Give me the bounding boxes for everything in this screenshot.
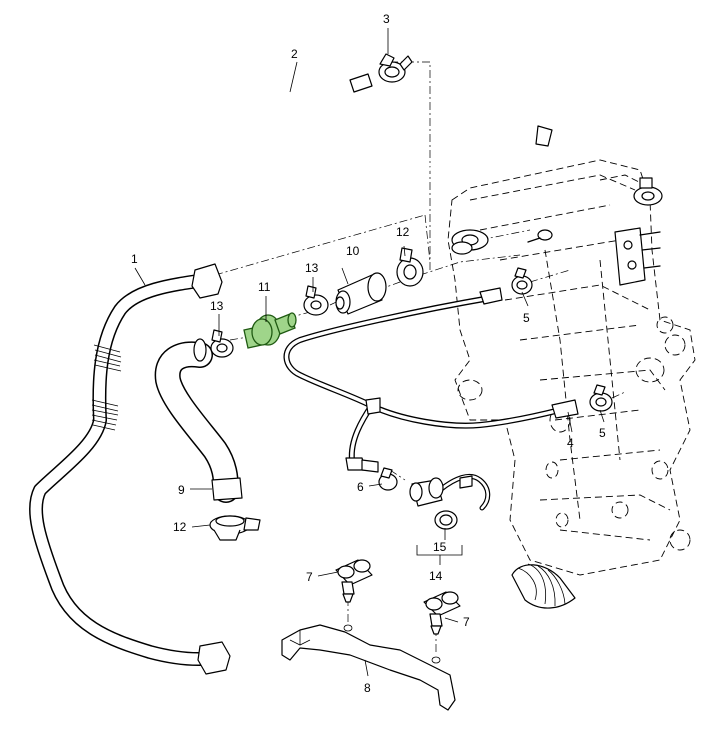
part-2-upper-pipe <box>255 73 553 181</box>
part-5-clamp-lower <box>589 384 613 412</box>
label-part-14: 14 <box>429 569 443 583</box>
part-13-clamp-center <box>303 285 329 316</box>
label-part-2: 2 <box>291 47 298 61</box>
label-part-9: 9 <box>178 483 185 497</box>
label-part-12-lower: 12 <box>173 520 187 534</box>
part-5-clamp-upper <box>511 267 533 295</box>
label-part-6: 6 <box>357 480 364 494</box>
label-part-5-upper: 5 <box>523 311 530 325</box>
label-part-7-right: 7 <box>463 615 470 629</box>
label-part-13-left: 13 <box>210 299 224 313</box>
part-4-vent-line <box>283 287 579 473</box>
part-12-lower-clamp <box>209 515 261 541</box>
callout-bracket-14 <box>416 528 463 565</box>
assembly-lines <box>214 61 626 655</box>
part-3-clamp <box>378 53 413 83</box>
label-part-1: 1 <box>131 252 138 266</box>
label-part-8: 8 <box>364 681 371 695</box>
part-14-15-valve-assembly <box>409 473 491 530</box>
label-part-11: 11 <box>258 280 271 294</box>
part-7-clip-left <box>335 559 373 603</box>
part-6-clip <box>378 467 398 491</box>
label-part-12-upper: 12 <box>396 225 410 239</box>
part-10-hose-piece <box>335 272 387 315</box>
part-11-valve-highlighted <box>243 312 297 349</box>
part-9-hose <box>154 338 243 503</box>
part-8-bracket <box>281 624 456 711</box>
label-part-7-left: 7 <box>306 570 313 584</box>
label-part-10: 10 <box>346 244 360 258</box>
label-part-3: 3 <box>383 12 390 26</box>
label-part-5-lower: 5 <box>599 426 606 440</box>
part-13-clamp-left <box>210 329 234 358</box>
label-part-4: 4 <box>567 436 574 450</box>
part-1-long-pipe <box>29 263 231 675</box>
label-part-15: 15 <box>433 540 447 554</box>
part-12-clamp-upper <box>396 247 424 287</box>
engine-block-outline <box>447 159 696 576</box>
bellows-hose <box>511 563 576 609</box>
part-numbers: 1 2 3 4 5 5 6 7 7 8 9 10 11 12 12 13 13 … <box>131 12 606 695</box>
leader-lines <box>134 28 605 677</box>
engine-side-fittings <box>451 177 663 286</box>
label-part-13-center: 13 <box>305 261 319 275</box>
part-7-clip-right <box>423 591 461 635</box>
